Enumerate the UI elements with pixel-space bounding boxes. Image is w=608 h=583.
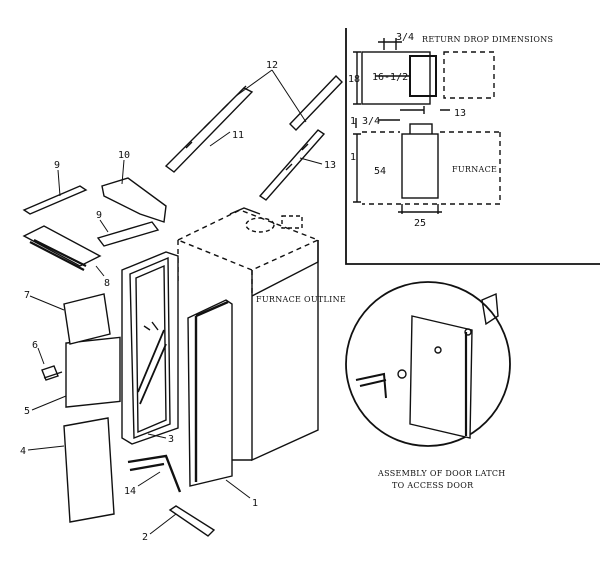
bracket-strip-right [258,74,343,201]
bottom-bar [168,505,216,537]
door-frame [121,251,179,445]
part-9b-label: 9 [96,210,102,221]
part-12-label: 12 [266,60,278,71]
filter-panel [63,293,111,345]
door-latch-detail [345,281,511,447]
part-11-label: 11 [232,130,244,141]
latch-part [41,365,63,381]
part-3-label: 3 [168,434,174,445]
return-drop-inset [345,28,600,265]
bottom-rail [22,225,102,271]
dim-sixteen-half: 16-1/2 [372,72,408,83]
part-10-label: 10 [118,150,130,161]
part-4-label: 4 [20,446,26,457]
bracket-strip [164,85,254,173]
part-14-label: 14 [124,486,136,497]
inner-panel [65,336,121,408]
access-door [187,299,233,487]
dim-fifty-four: 54 [374,166,386,177]
part-13-label: 13 [324,160,336,171]
part-6-label: 6 [32,340,38,351]
leader-lines [27,69,323,535]
dim-one-three-quarter: 1 3/4 [350,116,380,127]
part-9a-label: 9 [54,160,60,171]
furnace-outline-label: FURNACE OUTLINE [256,295,346,304]
dim-eighteen: 18 [348,74,360,85]
mid-bar [96,221,160,247]
dim-thirteen: 13 [454,108,466,119]
front-panel [63,417,115,523]
assembly-caption-line2: TO ACCESS DOOR [392,481,474,490]
top-rail [101,177,167,223]
inset-title: RETURN DROP DIMENSIONS [422,35,553,44]
top-bar [22,185,88,215]
assembly-caption-line1: ASSEMBLY OF DOOR LATCH [377,469,506,478]
part-2-label: 2 [142,532,148,543]
dim-one: 1 [350,152,356,163]
dim-three-quarter: 3/4 [396,32,414,43]
part-1-label: 1 [252,498,258,509]
latch-rod [127,454,182,493]
dim-twenty-five: 25 [414,218,426,229]
part-5-label: 5 [24,406,30,417]
inset-furnace-label: FURNACE [452,165,497,174]
part-7-label: 7 [24,290,30,301]
part-8-label: 8 [104,278,110,289]
